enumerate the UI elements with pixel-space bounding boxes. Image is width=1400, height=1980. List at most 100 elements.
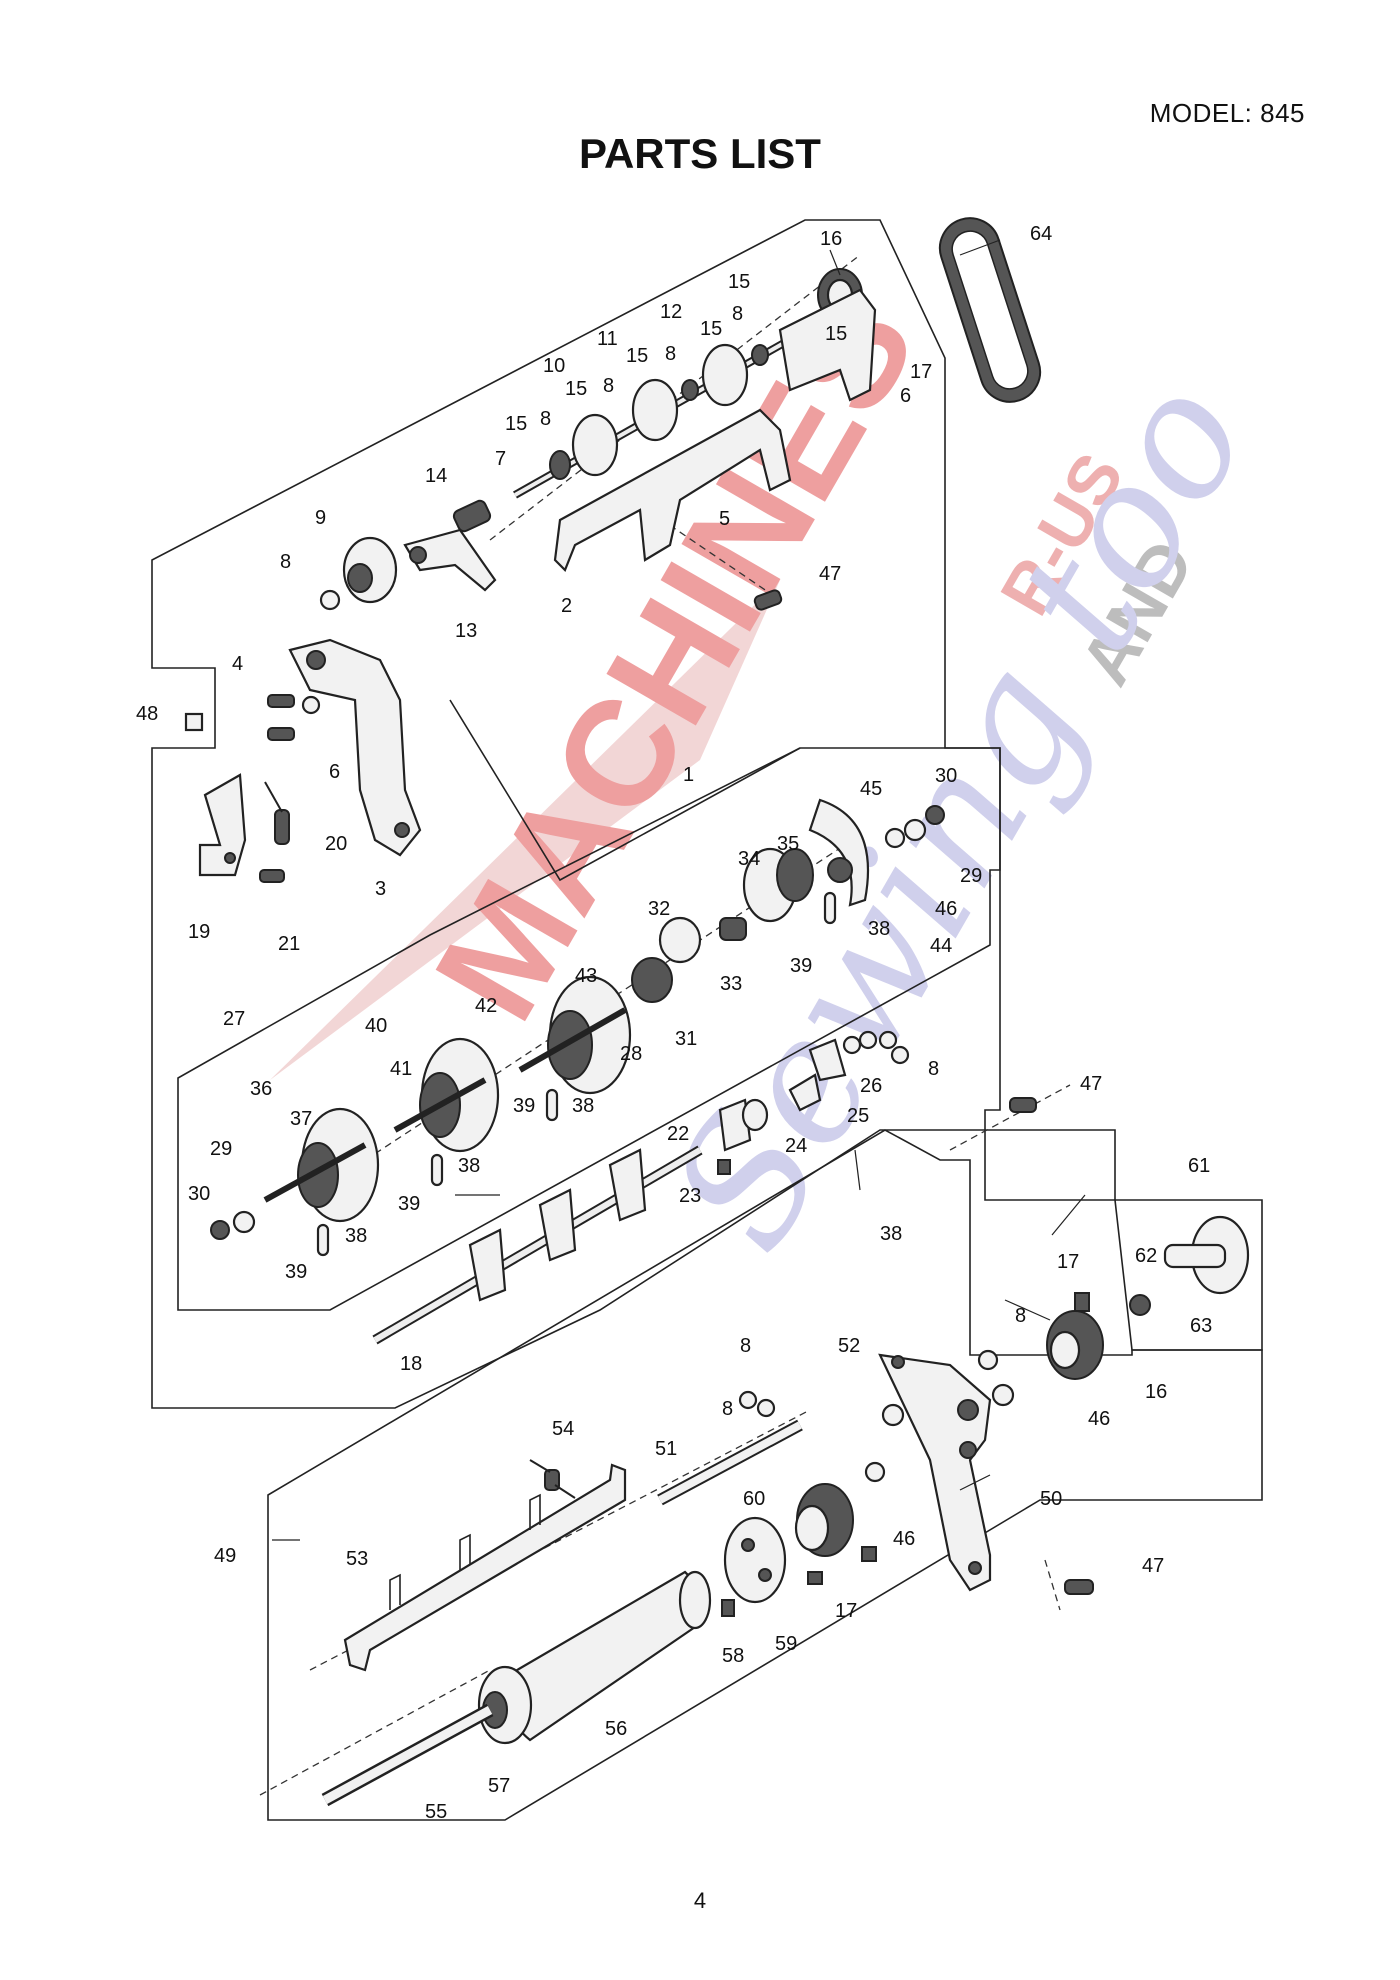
washer-29a xyxy=(903,818,927,842)
callout-8g: 8 xyxy=(1015,1305,1026,1327)
callout-47c: 47 xyxy=(1142,1555,1164,1577)
callout-33: 33 xyxy=(720,973,742,995)
page-number: 4 xyxy=(693,1888,707,1913)
bracket-61 xyxy=(1129,1215,1250,1316)
washer-29b xyxy=(232,1210,256,1234)
callout-37: 37 xyxy=(290,1108,312,1130)
callout-8a: 8 xyxy=(732,303,743,325)
cam-shaft-18 xyxy=(372,1145,703,1345)
frame-link-1 xyxy=(449,699,801,882)
callout-43: 43 xyxy=(575,965,597,987)
callout-24: 24 xyxy=(785,1135,807,1157)
callout-14: 14 xyxy=(425,465,447,487)
callout-41: 41 xyxy=(390,1058,412,1080)
callout-54: 54 xyxy=(552,1418,574,1440)
upper-frame xyxy=(151,219,1116,1409)
watermark-arrow-shape xyxy=(270,580,780,1080)
callout-46b: 46 xyxy=(1088,1408,1110,1430)
callout-3: 3 xyxy=(375,878,386,900)
callout-8d: 8 xyxy=(540,408,551,430)
callout-11: 11 xyxy=(597,328,618,350)
axis-lower xyxy=(309,1409,811,1671)
spring-14 xyxy=(452,499,492,533)
nut-31 xyxy=(631,957,673,1003)
callout-23: 23 xyxy=(679,1185,701,1207)
nut-6a xyxy=(301,695,321,715)
callout-64: 64 xyxy=(1030,223,1052,245)
callout-47b: 47 xyxy=(1080,1073,1102,1095)
callout-2: 2 xyxy=(561,595,572,617)
screws-4 xyxy=(267,694,295,741)
axis-screw-47c xyxy=(1044,1559,1061,1611)
callout-36: 36 xyxy=(250,1078,272,1100)
callout-61: 61 xyxy=(1188,1155,1210,1177)
callout-34: 34 xyxy=(738,848,760,870)
lever-13 xyxy=(403,528,497,592)
e-ring-46b xyxy=(991,1383,1015,1407)
cam-41 xyxy=(393,1037,500,1153)
e-ring-8f xyxy=(977,1349,999,1371)
parts-22-26 xyxy=(717,1030,910,1175)
bracket-61-frame xyxy=(1114,1199,1263,1351)
roller-end-57 xyxy=(477,1665,533,1745)
callout-58: 58 xyxy=(722,1645,744,1667)
e-rings-8g xyxy=(738,1390,776,1418)
callout-30b: 30 xyxy=(188,1183,210,1205)
callout-59: 59 xyxy=(775,1633,797,1655)
bearing-33 xyxy=(658,916,702,964)
callout-25: 25 xyxy=(847,1105,869,1127)
timing-belt xyxy=(938,217,1042,403)
callout-1: 1 xyxy=(683,764,694,786)
callout-53: 53 xyxy=(346,1548,368,1570)
callout-27: 27 xyxy=(223,1008,245,1030)
callout-labels: 64 16 15 8 12 15 11 15 8 17 10 15 8 6 15… xyxy=(136,223,1212,1823)
screw-21 xyxy=(259,869,285,883)
callout-46a: 46 xyxy=(935,898,957,920)
callout-13: 13 xyxy=(455,620,477,642)
bracket-3 xyxy=(288,638,422,857)
callout-32: 32 xyxy=(648,898,670,920)
screw-58 xyxy=(721,1599,735,1617)
cam-9 xyxy=(342,536,398,604)
callout-8h: 8 xyxy=(740,1335,751,1357)
gear-60 xyxy=(794,1483,854,1557)
washer-52 xyxy=(881,1403,905,1427)
callout-38a: 38 xyxy=(868,918,890,940)
callout-15b: 15 xyxy=(700,318,722,340)
callout-47a: 47 xyxy=(819,563,841,585)
callout-6a: 6 xyxy=(900,385,911,407)
screw-47b xyxy=(1009,1097,1037,1113)
callout-5: 5 xyxy=(719,508,730,530)
callout-62: 62 xyxy=(1135,1245,1157,1267)
cam-assembly-frame xyxy=(177,747,1001,1311)
spring-54 xyxy=(529,1459,576,1499)
plate-53 xyxy=(343,1463,627,1672)
shaft-51 xyxy=(657,1419,803,1506)
callout-12: 12 xyxy=(660,301,682,323)
upper-shaft-assembly xyxy=(513,268,877,572)
e-ring-8 xyxy=(319,589,341,611)
pins-38-39 xyxy=(316,891,837,1257)
callout-60: 60 xyxy=(743,1488,765,1510)
callout-17c: 17 xyxy=(835,1600,857,1622)
leader-lines xyxy=(272,239,1086,1541)
callout-18: 18 xyxy=(400,1353,422,1375)
callout-50: 50 xyxy=(1040,1488,1062,1510)
cam-43 xyxy=(518,975,632,1095)
collar-59 xyxy=(723,1516,787,1604)
callout-39d: 39 xyxy=(285,1261,307,1283)
callout-15c: 15 xyxy=(626,345,648,367)
model-label: MODEL: 845 xyxy=(1149,98,1305,128)
callout-42: 42 xyxy=(475,995,497,1017)
nut-30b xyxy=(210,1220,230,1240)
screw-17b xyxy=(1074,1292,1090,1312)
callout-7: 7 xyxy=(495,448,506,470)
callout-15e: 15 xyxy=(505,413,527,435)
callout-38d: 38 xyxy=(345,1225,367,1247)
callout-29a: 29 xyxy=(960,865,982,887)
callout-8e: 8 xyxy=(280,551,291,573)
callout-38e: 38 xyxy=(880,1223,902,1245)
lever-19 xyxy=(198,773,247,877)
nut-30a xyxy=(925,805,945,825)
callout-15f: 15 xyxy=(825,323,847,345)
